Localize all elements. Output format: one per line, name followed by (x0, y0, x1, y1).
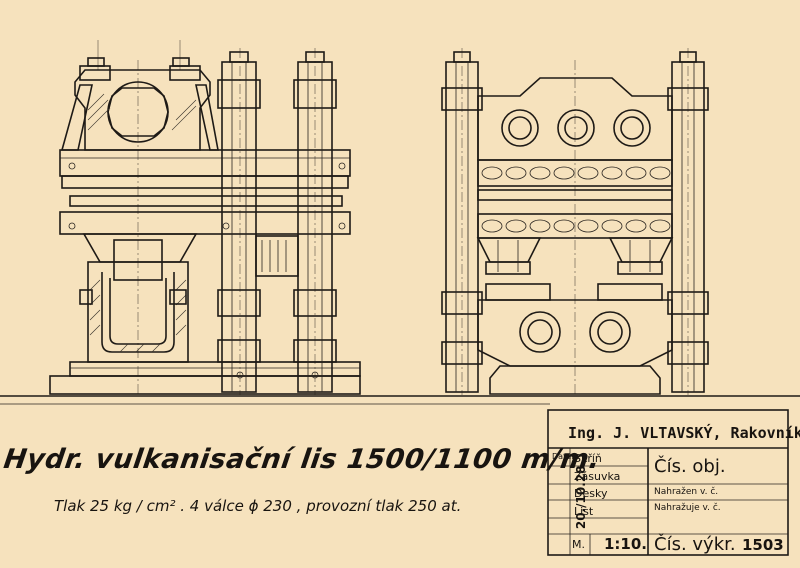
upper-platen-channels (481, 166, 671, 180)
side-view-columns (217, 51, 337, 393)
row-list: List (574, 505, 594, 518)
datum-label: Datum (552, 452, 580, 461)
drawing-title: Hydr. vulkanisační lis 1500/1100 m/m. (1, 444, 603, 475)
cis-obj-label: Čís. obj. (654, 456, 726, 477)
row-zasuvka: Zásuvka (574, 470, 621, 483)
company-name: Ing. J. VLTAVSKÝ, Rakovník. (568, 424, 800, 442)
row-skrin: Skříň (574, 452, 602, 465)
scale-value: 1:10. (604, 535, 648, 553)
title-block-frame (547, 409, 789, 556)
row-desky: Desky (574, 487, 608, 500)
scale-label: M. (572, 538, 585, 551)
front-view-drawing (441, 48, 709, 395)
side-view-drawing (49, 40, 361, 395)
lower-platen-channels (481, 219, 671, 233)
drawing-specification: Tlak 25 kg / cm² . 4 válce ϕ 230 , provo… (54, 497, 462, 515)
cis-vykr-label: Čís. výkr. (654, 534, 736, 555)
cis-vykr-value: 1503 (742, 536, 784, 554)
nahrazuje-label: Nahražuje v. č. (654, 503, 721, 513)
nahrazen-label: Nahražen v. č. (654, 487, 719, 497)
